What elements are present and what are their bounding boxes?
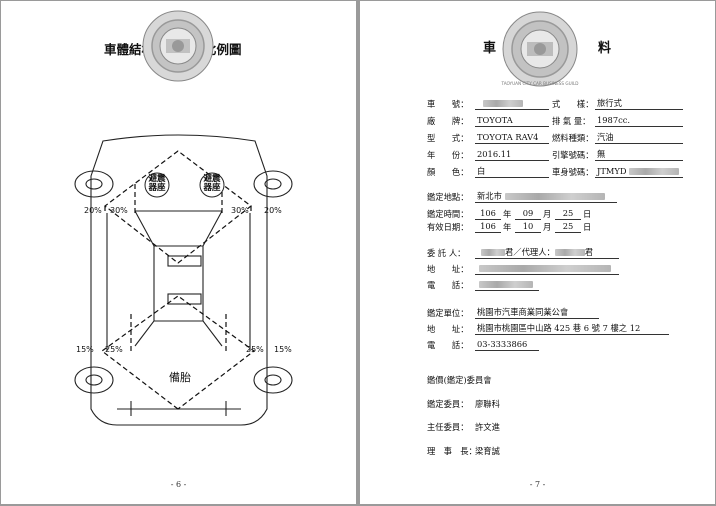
unit-phone-label: 電 話： xyxy=(427,340,469,350)
member-label: 鑑定委員： xyxy=(427,399,469,409)
unit-label: 鑑定單位： xyxy=(427,308,469,318)
ratio-bottom-inner-left: 25% xyxy=(105,345,123,354)
page-number-right: - 7 - xyxy=(529,480,546,489)
ratio-bottom-inner-right: 25% xyxy=(246,345,264,354)
time-year: 106 xyxy=(475,208,501,220)
client-value: 君／代理人：君 xyxy=(475,247,619,259)
model-label: 型 式： xyxy=(427,133,469,143)
location-value: 新北市 xyxy=(475,191,617,203)
valid-day: 25 xyxy=(555,221,581,233)
ratio-top-outer-right: 20% xyxy=(264,206,282,215)
director-value: 梁育誠 xyxy=(475,446,500,456)
absorber-left-label: 避震器座 xyxy=(148,174,166,193)
absorber-right-label: 避震器座 xyxy=(203,174,221,193)
chair-label: 主任委員： xyxy=(427,422,469,432)
fuel-label: 燃料種類： xyxy=(552,133,594,143)
brand-value: TOYOTA xyxy=(475,115,549,127)
ratio-bottom-outer-left: 15% xyxy=(76,345,94,354)
valid-month: 10 xyxy=(515,221,541,233)
style-value: 旅行式 xyxy=(595,98,683,110)
title-char-4: 料 xyxy=(598,41,612,56)
time-label: 鑑定時間： xyxy=(427,209,469,219)
ratio-top-inner-right: 30% xyxy=(231,206,249,215)
ratio-bottom-outer-right: 15% xyxy=(274,345,292,354)
vin-label: 車身號碼： xyxy=(552,167,594,177)
unit-value: 桃園市汽車商業同業公會 xyxy=(475,307,599,319)
valid-label: 有效日期： xyxy=(427,222,469,232)
guild-seal-logo: TAOYUAN CITY CAR BUSINESS GUILD xyxy=(500,11,579,87)
vin-value: JTMYD xyxy=(595,166,683,178)
color-label: 顏 色： xyxy=(427,167,469,177)
client-phone-label: 電 話： xyxy=(427,280,469,290)
client-address-label: 地 址： xyxy=(427,264,469,274)
page-number-left: - 6 - xyxy=(170,480,187,489)
displacement-label: 排 氣 量： xyxy=(552,116,591,126)
time-month: 09 xyxy=(515,208,541,220)
plate-label: 車 號： xyxy=(427,99,469,109)
right-page: 車 籍 資 料 TAOYUAN CITY CAR BUSINESS GUILD … xyxy=(360,1,715,504)
director-label: 理 事 長： xyxy=(427,446,477,456)
engine-value: 無 xyxy=(595,149,683,161)
ratio-top-inner-left: 30% xyxy=(110,206,128,215)
brand-label: 廠 牌： xyxy=(427,116,469,126)
displacement-value: 1987cc. xyxy=(595,115,683,127)
location-label: 鑑定地點： xyxy=(427,192,469,202)
style-label: 式 樣： xyxy=(552,99,594,109)
guild-seal-logo xyxy=(142,10,214,82)
left-page: 車體結構受損折價比例圖 xyxy=(1,1,356,504)
unit-address-label: 地 址： xyxy=(427,324,469,334)
client-address-value xyxy=(475,263,619,275)
chair-value: 許文進 xyxy=(475,422,500,432)
ratio-top-outer-left: 20% xyxy=(84,206,102,215)
client-phone-value xyxy=(475,279,539,291)
car-structure-diagram xyxy=(74,134,293,426)
valid-year: 106 xyxy=(475,221,501,233)
spare-tire-label: 備胎 xyxy=(169,371,191,384)
member-value: 廖聯科 xyxy=(475,399,500,409)
title-char-1: 車 xyxy=(483,41,497,56)
unit-address-value: 桃園市桃園區中山路 425 巷 6 號 7 樓之 12 xyxy=(475,323,669,335)
model-value: TOYOTA RAV4 xyxy=(475,132,549,144)
color-value: 白 xyxy=(475,166,549,178)
client-label: 委 託 人： xyxy=(427,248,466,258)
fuel-value: 汽油 xyxy=(595,132,683,144)
unit-phone-value: 03-3333866 xyxy=(475,339,539,351)
year-value: 2016.11 xyxy=(475,149,549,161)
engine-label: 引擎號碼： xyxy=(552,150,594,160)
plate-value xyxy=(475,98,549,110)
svg-text:TAOYUAN CITY CAR BUSINESS GUIL: TAOYUAN CITY CAR BUSINESS GUILD xyxy=(500,81,578,86)
year-label: 年 份： xyxy=(427,150,469,160)
time-day: 25 xyxy=(555,208,581,220)
